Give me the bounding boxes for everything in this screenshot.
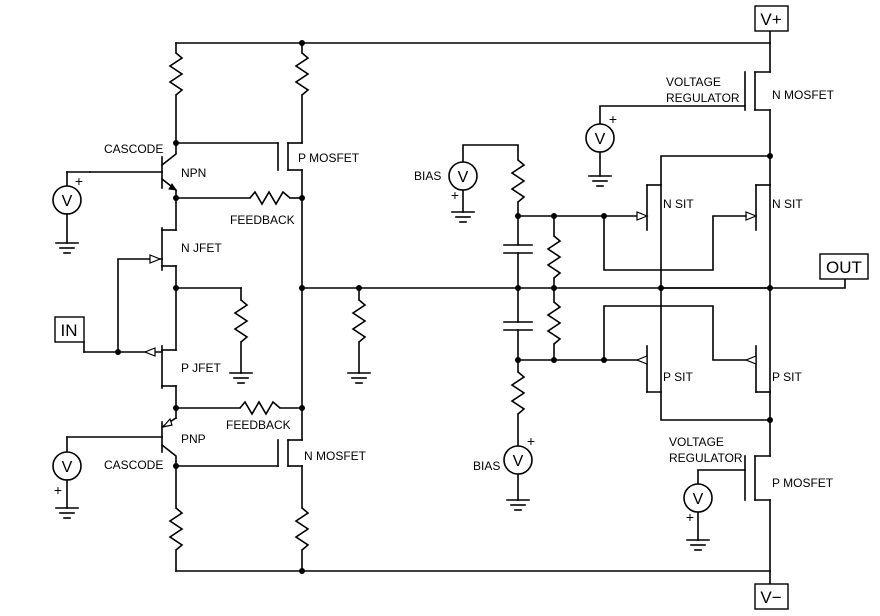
label-cascode-bottom: CASCODE xyxy=(104,458,163,472)
svg-text:+: + xyxy=(451,187,459,203)
resistor-bias-par-top xyxy=(546,235,562,279)
label-p-sit-right: P SIT xyxy=(772,370,802,384)
bias-network xyxy=(451,144,638,511)
middle-node xyxy=(301,287,771,384)
feedback-resistor-bottom xyxy=(239,400,281,416)
output-stage xyxy=(588,42,846,572)
resistor-bias-par-bottom xyxy=(546,301,562,345)
label-vreg-top-1: VOLTAGE xyxy=(666,75,721,89)
feedback-resistor-top xyxy=(249,190,291,206)
label-n-mosfet-left: N MOSFET xyxy=(304,449,367,463)
resistor-top-left xyxy=(168,52,184,96)
voltage-source-regulator-top: V + xyxy=(585,111,617,153)
n-jfet xyxy=(117,197,177,353)
label-p-mosfet-left: P MOSFET xyxy=(298,151,360,165)
label-vreg-bottom-1: VOLTAGE xyxy=(669,435,724,449)
rails xyxy=(175,29,771,585)
svg-text:V+: V+ xyxy=(760,10,781,29)
ground-symbol xyxy=(347,372,371,384)
input-stage xyxy=(66,42,310,572)
svg-text:IN: IN xyxy=(61,321,78,340)
resistor-bias-top xyxy=(510,159,526,203)
label-pnp: PNP xyxy=(181,432,206,446)
ground-symbol xyxy=(686,539,710,551)
svg-text:+: + xyxy=(609,111,617,127)
svg-text:V−: V− xyxy=(760,588,781,607)
label-cascode-top: CASCODE xyxy=(104,142,163,156)
terminal-vminus: V− xyxy=(754,583,789,610)
svg-text:V: V xyxy=(62,459,73,476)
p-jfet xyxy=(143,345,177,409)
svg-text:V: V xyxy=(458,169,469,186)
p-sit-right xyxy=(744,345,757,393)
label-bias-bottom: BIAS xyxy=(473,459,500,473)
resistor-jfet-ground xyxy=(233,299,249,343)
label-feedback-top: FEEDBACK xyxy=(230,213,295,227)
ground-symbol xyxy=(229,372,253,384)
junction-dots xyxy=(115,40,773,574)
n-mosfet-right xyxy=(599,42,771,157)
component-labels: CASCODE NPN P MOSFET FEEDBACK N JFET P J… xyxy=(104,75,835,490)
voltage-source-bias-top: V + xyxy=(448,161,478,203)
resistor-bias-bottom xyxy=(510,371,526,415)
ground-symbol xyxy=(451,211,475,223)
label-bias-top: BIAS xyxy=(414,169,441,183)
terminal-out: OUT xyxy=(819,253,869,280)
n-mosfet-left xyxy=(175,287,303,467)
label-p-mosfet-right: P MOSFET xyxy=(772,476,834,490)
label-n-sit-left: N SIT xyxy=(663,197,694,211)
svg-text:+: + xyxy=(686,509,694,525)
voltage-source-bias-bottom: V + xyxy=(503,433,535,475)
svg-text:V: V xyxy=(595,131,606,148)
label-n-sit-right: N SIT xyxy=(772,197,803,211)
svg-text:V: V xyxy=(693,491,704,508)
svg-text:OUT: OUT xyxy=(826,258,862,277)
label-npn: NPN xyxy=(181,166,206,180)
label-p-sit-left: P SIT xyxy=(663,370,693,384)
label-feedback-bottom: FEEDBACK xyxy=(226,418,291,432)
resistor-bottom-mid xyxy=(294,507,310,551)
svg-text:+: + xyxy=(54,482,62,498)
label-n-jfet: N JFET xyxy=(181,241,222,255)
resistor-mid-ground xyxy=(351,299,367,343)
label-p-jfet: P JFET xyxy=(181,361,221,375)
label-vreg-top-2: REGULATOR xyxy=(666,91,740,105)
pnp-cascode xyxy=(66,407,178,467)
terminal-vplus: V+ xyxy=(754,5,789,32)
p-sit-left xyxy=(635,345,648,393)
ground-symbol xyxy=(506,499,530,511)
n-sit-right xyxy=(745,184,771,393)
voltage-source-cascode-top: V + xyxy=(52,171,91,254)
voltage-source-regulator-bottom: V + xyxy=(683,483,713,525)
label-vreg-bottom-2: REGULATOR xyxy=(669,451,743,465)
svg-text:V: V xyxy=(513,453,524,470)
svg-text:+: + xyxy=(527,433,535,449)
p-mosfet-right xyxy=(697,455,771,572)
svg-text:+: + xyxy=(75,173,83,189)
ground-symbol xyxy=(588,175,612,187)
terminal-in: IN xyxy=(54,316,85,353)
label-n-mosfet-right: N MOSFET xyxy=(772,88,835,102)
resistor-top-mid xyxy=(294,52,310,96)
resistor-bottom-left xyxy=(168,507,184,551)
svg-text:V: V xyxy=(62,193,73,210)
p-mosfet-left xyxy=(175,142,303,289)
voltage-source-cascode-bottom: V + xyxy=(52,436,82,519)
